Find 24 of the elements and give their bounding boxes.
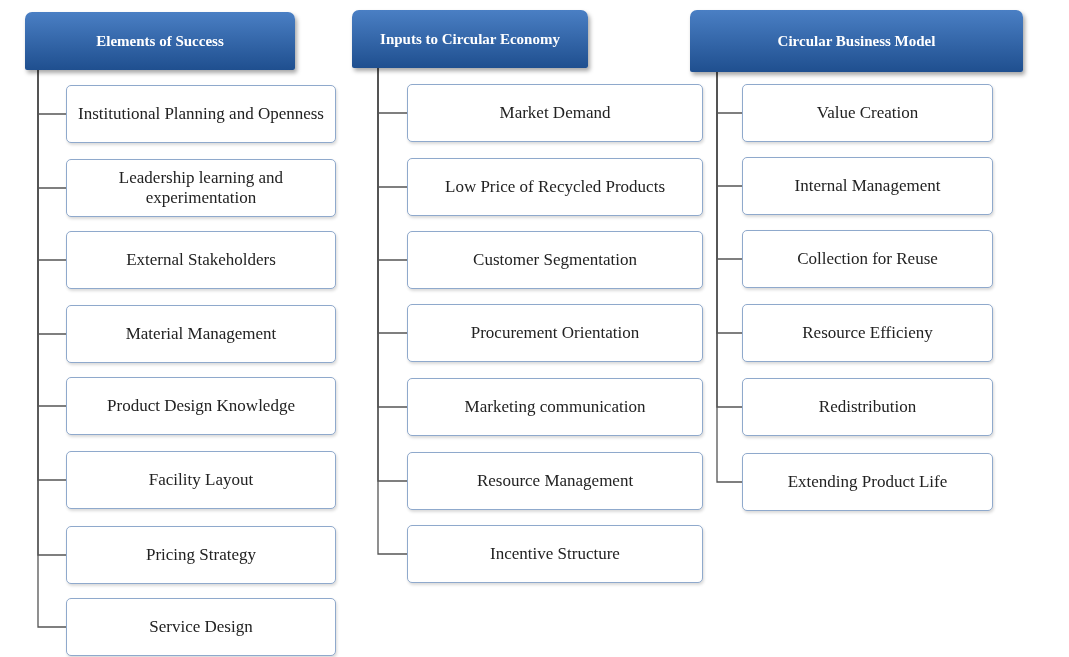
item-box: Value Creation [742,84,993,142]
header-box: Circular Business Model [690,10,1023,72]
item-box: Resource Efficieny [742,304,993,362]
item-box: Marketing communication [407,378,703,436]
header-box: Elements of Success [25,12,295,70]
item-box: Leadership learning and experimentation [66,159,336,217]
item-box: Internal Management [742,157,993,215]
item-box: Redistribution [742,378,993,436]
item-box: Service Design [66,598,336,656]
item-box: Pricing Strategy [66,526,336,584]
item-box: External Stakeholders [66,231,336,289]
item-box: Facility Layout [66,451,336,509]
item-box: Material Management [66,305,336,363]
item-box: Low Price of Recycled Products [407,158,703,216]
item-box: Market Demand [407,84,703,142]
item-box: Extending Product Life [742,453,993,511]
item-box: Incentive Structure [407,525,703,583]
item-box: Resource Management [407,452,703,510]
header-box: Inputs to Circular Economy [352,10,588,68]
item-box: Product Design Knowledge [66,377,336,435]
item-box: Customer Segmentation [407,231,703,289]
item-box: Procurement Orientation [407,304,703,362]
item-box: Collection for Reuse [742,230,993,288]
item-box: Institutional Planning and Openness [66,85,336,143]
